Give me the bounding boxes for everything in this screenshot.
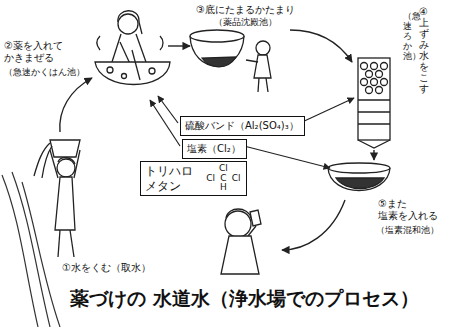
settling-basin-figure (256, 41, 270, 55)
filter-column (371, 79, 378, 86)
mixing-basin-figure (95, 11, 170, 85)
chemical-band: 硫酸バンド（Al₂(SO₄)₃） (180, 116, 305, 136)
filter-column (381, 63, 388, 70)
mixing-basin-figure (132, 50, 140, 80)
formula-atom: C (219, 174, 228, 183)
settling-basin-figure (246, 60, 258, 62)
mixing-basin-figure (107, 67, 113, 73)
cycle-arrow (60, 30, 374, 250)
settling-basin-figure (254, 55, 271, 78)
filter-column (358, 140, 390, 148)
chlorine-basin-figure (328, 163, 390, 191)
step-label: （薬品沈殿池） (214, 17, 277, 27)
chemical-name: トリハロ メタン (145, 164, 200, 193)
cycle-arrow (282, 200, 345, 250)
settling-basin-figure (258, 78, 259, 92)
formula-atom: Cl (219, 164, 228, 173)
drinking-figure (221, 209, 261, 274)
mixing-basin-figure (118, 14, 138, 34)
filter-column (376, 87, 383, 94)
water-drawer-figure (74, 150, 80, 178)
step-label: ⑤また 塩素を入れる (378, 198, 444, 221)
filter-column (358, 100, 390, 124)
drinking-figure (225, 211, 251, 237)
formula-atom: Cl (206, 174, 215, 183)
chemical-arrow (150, 96, 354, 168)
mixing-basin-figure (136, 34, 146, 62)
chemical-arrow (158, 96, 178, 123)
filter-column (371, 63, 378, 70)
cycle-arrow (290, 30, 352, 62)
river (2, 172, 60, 327)
river (12, 172, 50, 327)
band-text: 硫酸バンド（Al₂(SO₄)₃） (185, 119, 300, 133)
mixing-basin-figure (95, 62, 170, 85)
mixing-basin-figure (112, 34, 121, 62)
mixing-basin-figure (97, 36, 100, 50)
water-drawer-figure (70, 230, 74, 257)
water-drawer-figure (34, 143, 50, 176)
formula: ClClCClH (206, 164, 240, 192)
mixing-basin-figure (118, 11, 142, 34)
band-text: 塩素（Cl₂） (187, 142, 242, 156)
cycle-arrow (168, 45, 190, 46)
formula-atom: H (219, 183, 228, 192)
chlorine-basin-figure (336, 178, 384, 189)
step-label: ③底にたまるかたまり (196, 4, 295, 16)
chemical-arrow (300, 98, 354, 123)
chemical-arrow (150, 100, 180, 146)
settling-basin-figure (190, 30, 244, 42)
drinking-figure (226, 209, 251, 218)
step-label: （急速ろか池） (403, 12, 412, 61)
chemical-band: 塩素（Cl₂） (182, 139, 247, 159)
drinking-figure (250, 210, 261, 226)
cycle-arrow (373, 150, 374, 160)
filter-column (366, 87, 373, 94)
drinking-figure (221, 236, 259, 274)
settling-basin-figure (190, 30, 271, 92)
water-drawer-figure (58, 230, 60, 257)
mixing-basin-figure (122, 74, 127, 79)
chlorine-basin-figure (328, 163, 390, 173)
filter-column (358, 58, 390, 148)
cycle-arrow (60, 78, 92, 132)
filter-column (358, 58, 390, 140)
step-label: ④上ずみ水をこす (419, 6, 429, 94)
settling-basin-figure (202, 57, 236, 67)
filter-column (361, 63, 388, 94)
filter-column (381, 79, 388, 86)
river (22, 182, 60, 327)
water-drawer-figure (55, 177, 75, 230)
water-drawer-figure (58, 158, 75, 164)
formula-atom: Cl (232, 174, 241, 183)
water-drawer-figure (57, 159, 75, 177)
chemical-arrow (244, 146, 330, 168)
step-label: （塩素混和池） (376, 225, 439, 235)
water-drawer-figure (42, 146, 52, 178)
water-drawer-figure (34, 140, 80, 257)
diagram-title: 薬づけの 水道水（浄水場でのプロセス） (70, 286, 419, 312)
step-label: （急速かくはん池） (4, 67, 85, 77)
drinking-figure (248, 226, 256, 236)
filter-column (361, 79, 368, 86)
filter-column (366, 71, 373, 78)
water-drawer-figure (50, 140, 80, 157)
water-drawer-figure (50, 150, 58, 178)
mixing-basin-figure (160, 36, 163, 50)
step-label: ②薬を入れて かきまぜる (4, 40, 70, 63)
settling-basin-figure (266, 78, 268, 92)
chemical-band: トリハロ メタンClClCClH (140, 161, 247, 196)
step-label: ①水をくむ（取水） (62, 262, 151, 274)
filter-column (361, 63, 368, 70)
filter-column (376, 71, 383, 78)
mixing-basin-figure (149, 68, 155, 74)
